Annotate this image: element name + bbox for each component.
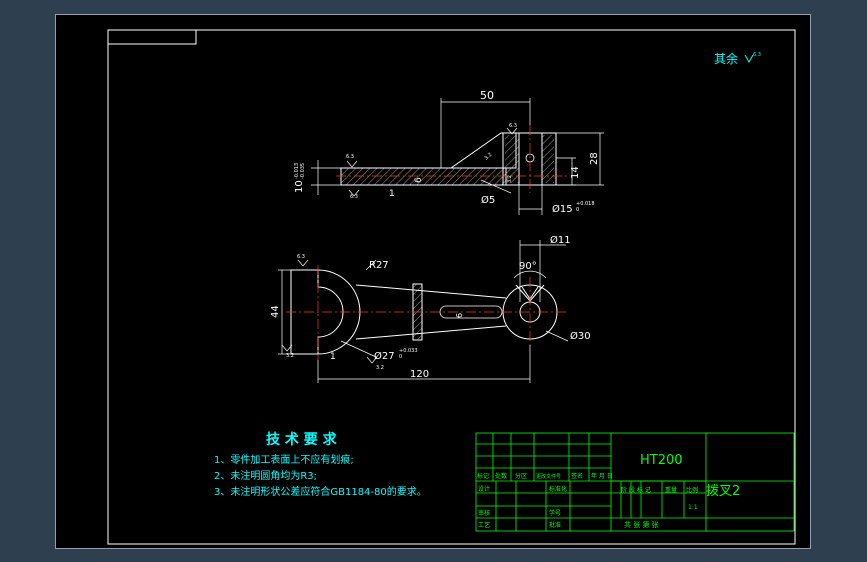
dim-tol-10-lower: -0.035 [300,163,306,179]
drawing-sheet: 其余 6.3 [55,14,811,549]
tech-item-3: 3、未注明形状公差应符合GB1184-80的要求。 [214,485,427,498]
roughness-symbol-icon [744,54,754,64]
dim-radius-1: 1 [389,189,395,199]
tb-material: HT200 [640,453,683,468]
tb-approve: 批准 [549,521,561,529]
dim-diameter-11: Ø11 [550,234,571,246]
dim-radius-1-front: 1 [330,352,336,362]
rough-top-a: 6.3 [346,154,354,160]
dim-tol-10-upper: -0.013 [294,163,300,179]
dim-height-28: 28 [589,152,600,165]
tb-stage-labels: 阶 段 标 记 [621,486,651,494]
inner-frame [107,29,796,545]
top-view: 50 10 -0.013 -0.035 Ø5 Ø15 +0.018 0 14 2… [294,89,604,215]
front-view: R27 44 Ø27 +0.033 0 1 120 Ø11 90° Ø30 6 … [270,234,591,383]
tb-rev-h0: 标记 [477,472,489,480]
dim-diameter-15: Ø15 [552,203,573,215]
dim-tol-27-upper: +0.033 [399,348,418,354]
dim-tol-27-lower: 0 [399,354,402,360]
top-hub-section-right [542,135,554,183]
tb-rev-h4: 签名 [571,472,583,480]
dim-diameter-30: Ø30 [570,330,591,342]
rough-top-c: 6.3 [509,123,517,129]
fork-outline [290,269,344,355]
dim-height-14: 14 [570,166,581,179]
surface-finish-label: 其余 [714,51,738,66]
tech-title: 技 术 要 求 [266,431,338,448]
top-hub-section-left [505,135,519,183]
top-hub [502,132,557,186]
dim-length-120: 120 [410,369,429,380]
rough-front-c: 3.2 [376,365,384,371]
dim-slot-6-front: 6 [455,313,464,318]
rough-top-d: 3.2 [483,152,493,162]
dim-diameter-27: Ø27 [374,350,395,362]
dim-tol-15-lower: 0 [576,207,579,213]
title-block [475,432,795,532]
dim-diameter-5: Ø5 [481,194,495,206]
dim-height-44: 44 [270,305,281,318]
drawing-canvas: 其余 6.3 [107,29,796,545]
tech-item-1: 1、零件加工表面上不应有划痕; [214,453,354,466]
tb-rev-h5: 年 月 日 [591,472,613,480]
rough-front-a: 6.3 [297,254,305,260]
corner-label-box [107,29,197,45]
tb-scale: 比例 [686,486,698,494]
tb-weight: 重量 [665,486,677,494]
tb-rev-h1: 处数 [495,472,507,480]
tb-student-id: 学号 [549,509,561,517]
rough-top-e: 3.2 [507,175,513,183]
dim-slot-6: 6 [414,177,424,183]
dim-radius-27: R27 [369,260,389,271]
tb-rev-h3: 更改文件号 [536,473,561,480]
surface-finish-value: 6.3 [753,52,761,58]
rough-front-b: 3.2 [286,353,294,359]
dim-height-10: 10 [294,180,305,193]
dim-angle-90: 90° [519,261,537,272]
dim-tol-15-upper: +0.018 [576,201,595,207]
tb-check: 审核 [478,509,490,517]
rough-top-b: 6.3 [350,194,358,200]
tb-design: 设计 [478,485,490,493]
arm-slot [439,305,503,319]
tb-standardize: 标准化 [549,485,567,493]
tb-process: 工艺 [478,521,490,529]
tb-rev-h2: 分区 [515,472,527,480]
tb-sheets: 共 张 第 张 [624,520,659,529]
tb-part-name: 拨叉2 [706,484,740,499]
dim-length-50: 50 [480,89,494,102]
tech-item-2: 2、未注明圆角均为R3; [214,469,317,482]
tb-scale-value: 1:1 [688,504,698,511]
